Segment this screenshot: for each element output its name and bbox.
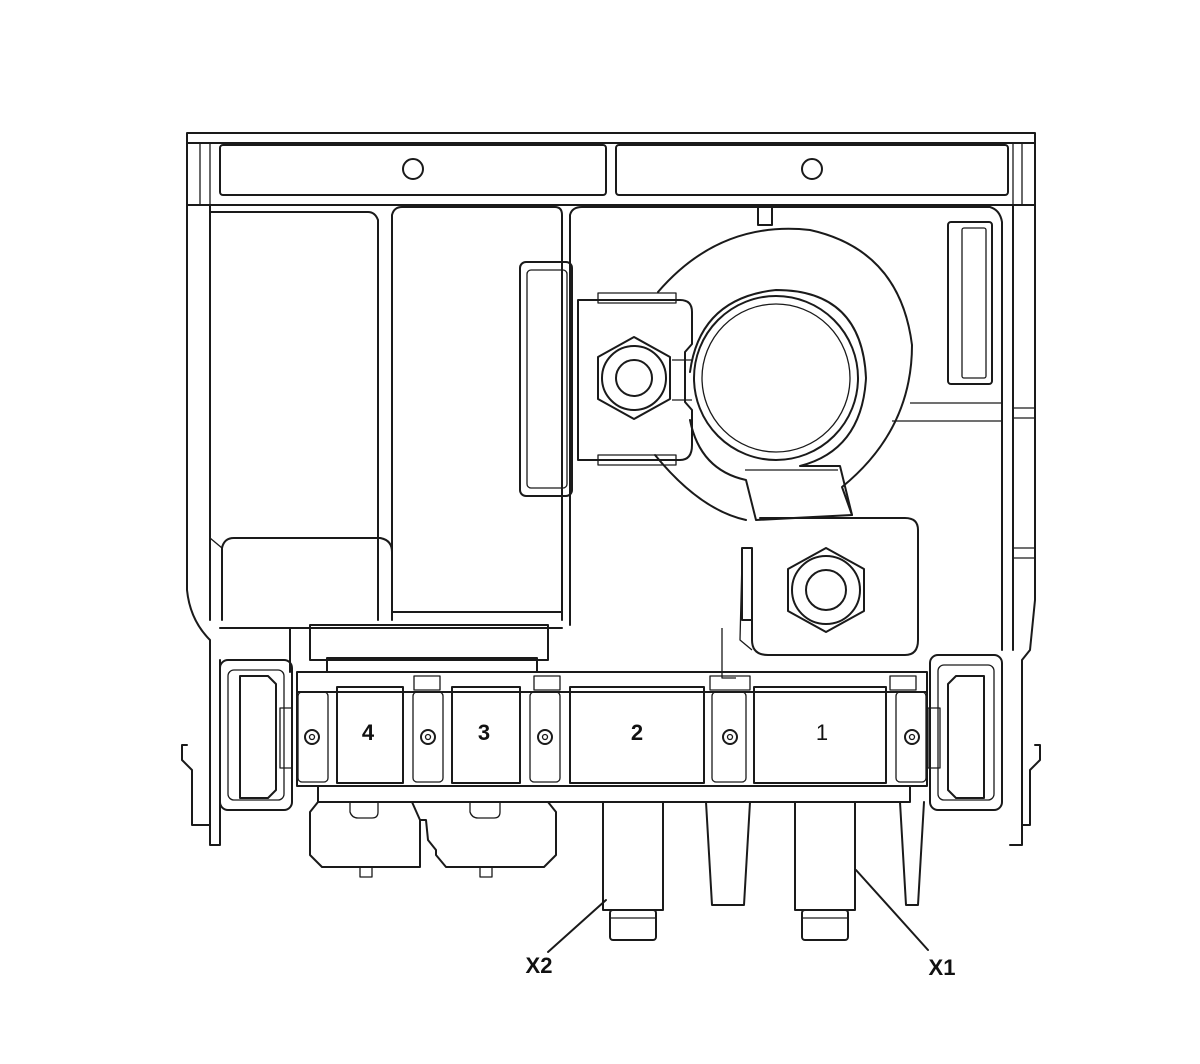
upper-nut bbox=[597, 336, 671, 420]
callout-x1: X1 bbox=[929, 955, 956, 980]
terminal-x1 bbox=[794, 801, 856, 941]
callout-x2: X2 bbox=[526, 953, 553, 978]
center-blade bbox=[705, 801, 751, 906]
fuse-slot-label: 1 bbox=[816, 720, 828, 745]
right-blade bbox=[899, 801, 925, 906]
fuse-slot-2: 2 bbox=[569, 686, 705, 784]
fuse-slot-3: 3 bbox=[451, 686, 521, 784]
fuse-slot-1: 1 bbox=[753, 686, 887, 784]
housing bbox=[181, 204, 1041, 846]
leader-x1 bbox=[855, 869, 929, 951]
top-rail bbox=[186, 132, 1036, 206]
lower-bolt bbox=[805, 569, 847, 611]
fuse-slot-label: 4 bbox=[362, 720, 375, 745]
upper-bolt bbox=[615, 359, 653, 397]
ring-terminal bbox=[654, 227, 913, 521]
right-latch bbox=[927, 654, 1003, 811]
mount-hole-right bbox=[801, 158, 823, 180]
fuse-slot-4: 4 bbox=[336, 686, 404, 784]
fuse-slot-label: 3 bbox=[478, 720, 490, 745]
rivets bbox=[297, 691, 927, 783]
lower-nut bbox=[787, 547, 865, 633]
leader-x2 bbox=[547, 899, 607, 953]
connector-3 bbox=[419, 801, 557, 878]
lower-clamp bbox=[721, 517, 919, 679]
upper-clamp bbox=[577, 292, 693, 466]
fuse-rail bbox=[289, 624, 928, 803]
fuse-slot-label: 2 bbox=[631, 720, 643, 745]
mount-hole-left bbox=[402, 158, 424, 180]
left-latch bbox=[219, 659, 293, 811]
terminal-panel bbox=[519, 206, 1003, 651]
terminal-x2 bbox=[602, 801, 664, 941]
connector-4 bbox=[309, 801, 421, 878]
left-cover bbox=[209, 206, 563, 629]
